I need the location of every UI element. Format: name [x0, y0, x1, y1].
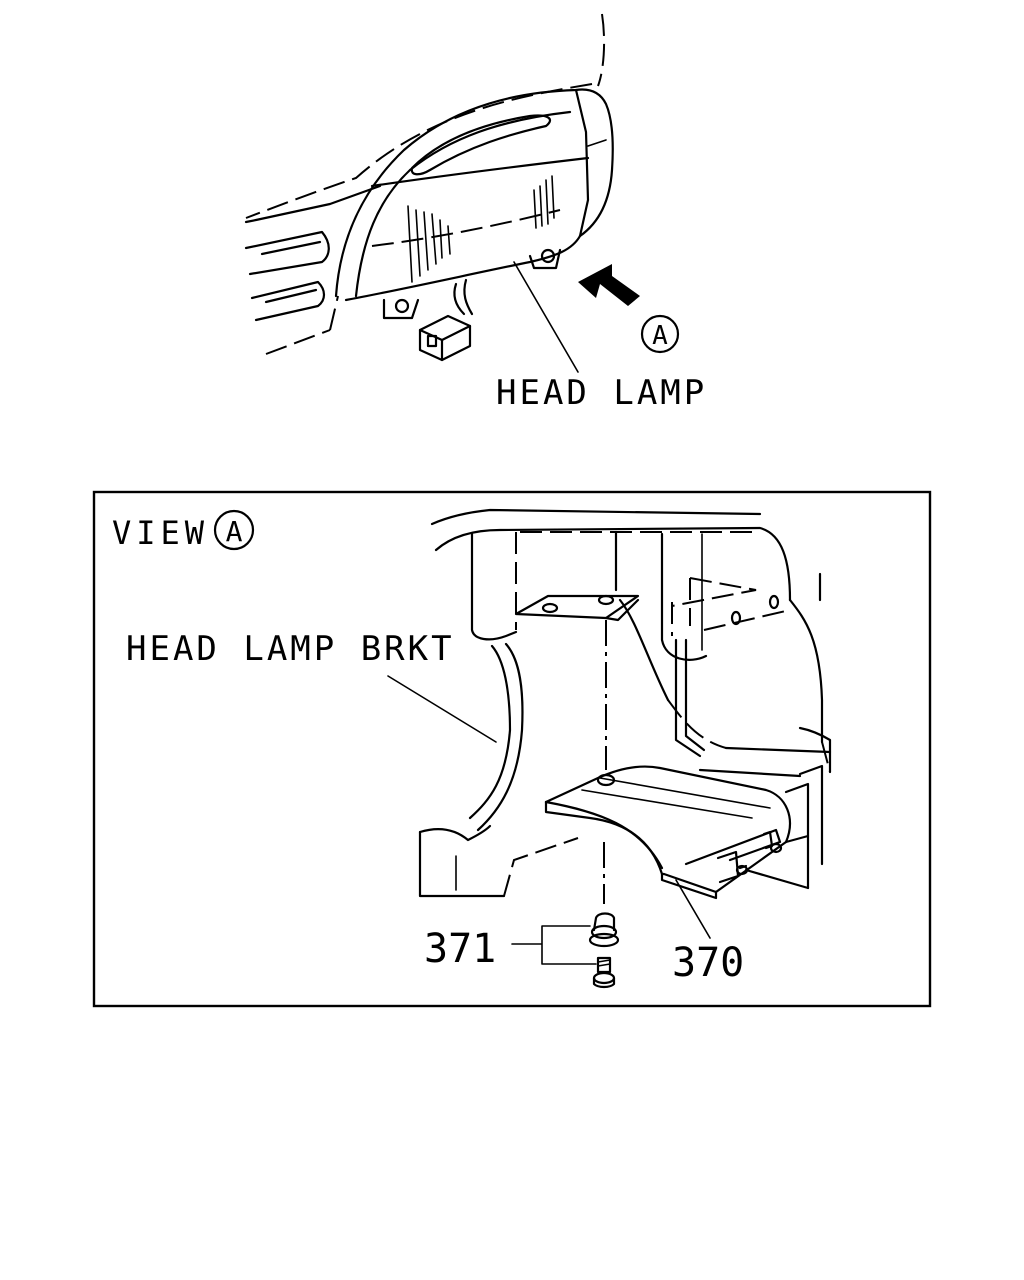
head-lamp-brkt-leader	[387, 675, 497, 743]
view-label: VIEW	[112, 514, 209, 552]
connector-icon	[418, 314, 472, 362]
part-370-bracket	[544, 764, 824, 900]
lens-hatching-right	[533, 175, 555, 229]
circle-marker-icon: A	[640, 314, 680, 354]
clip-icon	[588, 912, 620, 948]
head-lamp-illustration: A HEAD LAMP	[244, 13, 707, 413]
head-lamp-brkt-label: HEAD LAMP BRKT	[126, 629, 455, 669]
head-lamp-label: HEAD LAMP	[496, 373, 707, 413]
callout-letter: A	[652, 321, 668, 351]
screw-icon	[592, 956, 616, 989]
view-letter: A	[226, 515, 243, 548]
arrow-icon	[578, 264, 640, 306]
view-a-panel: VIEW A HEAD LAMP BRKT	[92, 490, 932, 1008]
part-371-fasteners	[511, 912, 620, 989]
part-370-label: 370	[672, 940, 744, 986]
body-structure	[418, 508, 832, 904]
circle-marker-icon: A	[213, 509, 255, 551]
part-370-leader	[675, 879, 711, 939]
lens-hatching-left	[407, 205, 451, 283]
part-371-leader	[511, 925, 597, 965]
view-frame	[92, 490, 932, 1008]
part-371-label: 371	[424, 926, 496, 972]
head-lamp-leader	[513, 261, 579, 373]
